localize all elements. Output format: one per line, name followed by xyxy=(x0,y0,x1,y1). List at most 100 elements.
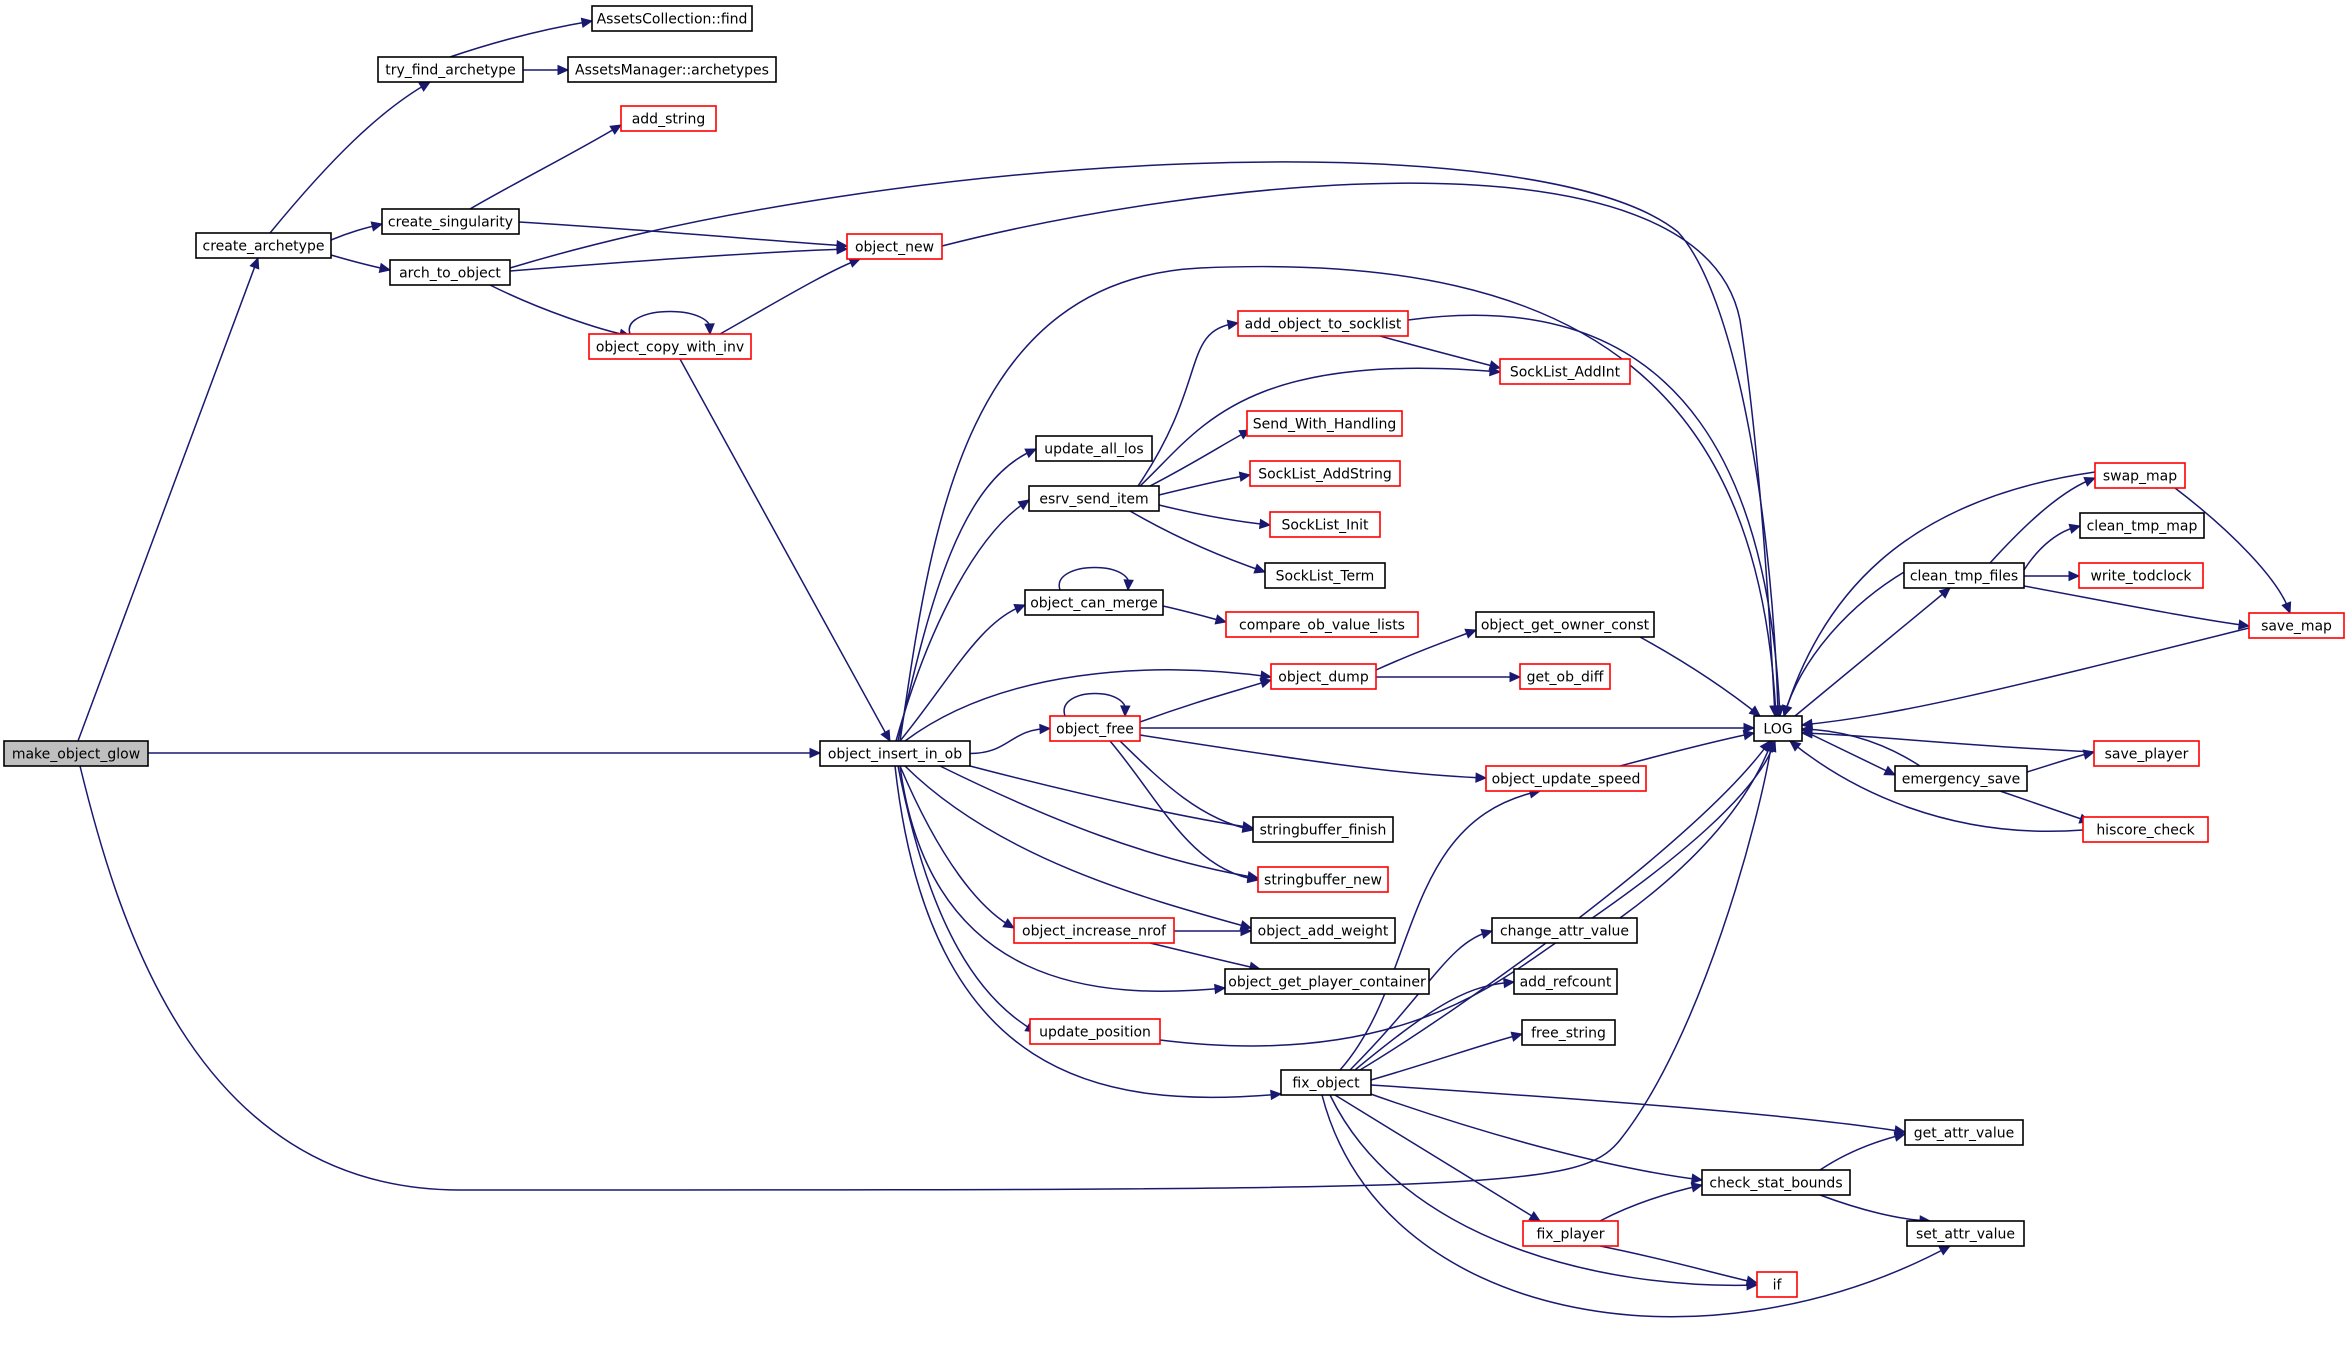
node-fix-player[interactable]: fix_player xyxy=(1522,1220,1619,1247)
node-hiscore-check[interactable]: hiscore_check xyxy=(2082,816,2209,843)
node-box[interactable] xyxy=(1522,1220,1619,1247)
node-box[interactable] xyxy=(1225,611,1419,638)
node-box[interactable] xyxy=(1519,663,1611,690)
node-update-all-los[interactable]: update_all_los xyxy=(1035,435,1153,462)
node-stringbuffer-finish[interactable]: stringbuffer_finish xyxy=(1252,816,1394,843)
node-assets-find[interactable]: AssetsCollection::find xyxy=(591,5,753,32)
node-object-get-owner-const[interactable]: object_get_owner_const xyxy=(1475,611,1655,638)
node-box[interactable] xyxy=(1903,562,2025,589)
node-box[interactable] xyxy=(1485,765,1647,792)
node-object-add-weight[interactable]: object_add_weight xyxy=(1250,917,1396,944)
node-get-attr-value[interactable]: get_attr_value xyxy=(1904,1119,2024,1146)
node-box[interactable] xyxy=(620,105,717,132)
node-update-position[interactable]: update_position xyxy=(1029,1018,1161,1045)
node-box[interactable] xyxy=(846,233,943,260)
node-box[interactable] xyxy=(1906,1220,2025,1247)
node-swap-map[interactable]: swap_map xyxy=(2094,462,2186,489)
node-box[interactable] xyxy=(389,259,511,286)
node-if[interactable]: if xyxy=(1756,1271,1798,1298)
node-box[interactable] xyxy=(381,208,520,235)
node-fix-object[interactable]: fix_object xyxy=(1280,1069,1372,1096)
node-object-update-speed[interactable]: object_update_speed xyxy=(1485,765,1647,792)
node-box[interactable] xyxy=(1475,611,1655,638)
node-box[interactable] xyxy=(1029,1018,1161,1045)
node-box[interactable] xyxy=(2093,740,2200,767)
node-box[interactable] xyxy=(3,740,149,767)
node-save-player[interactable]: save_player xyxy=(2093,740,2200,767)
node-box[interactable] xyxy=(591,5,753,32)
node-object-free[interactable]: object_free xyxy=(1049,715,1141,742)
node-object-new[interactable]: object_new xyxy=(846,233,943,260)
node-box[interactable] xyxy=(1756,1271,1798,1298)
node-box[interactable] xyxy=(567,56,777,83)
node-box[interactable] xyxy=(1264,562,1386,589)
node-object-can-merge[interactable]: object_can_merge xyxy=(1024,589,1164,616)
node-box[interactable] xyxy=(1224,968,1430,995)
node-check-stat-bounds[interactable]: check_stat_bounds xyxy=(1701,1169,1851,1196)
node-set-attr-value[interactable]: set_attr_value xyxy=(1906,1220,2025,1247)
node-box[interactable] xyxy=(1028,485,1160,512)
node-write-todclock[interactable]: write_todclock xyxy=(2078,562,2204,589)
node-socklist-init[interactable]: SockList_Init xyxy=(1269,511,1381,538)
node-box[interactable] xyxy=(1280,1069,1372,1096)
node-box[interactable] xyxy=(1035,435,1153,462)
node-box[interactable] xyxy=(1499,358,1631,385)
node-object-copy-with-inv[interactable]: object_copy_with_inv xyxy=(588,333,752,360)
node-add-object-to-socklist[interactable]: add_object_to_socklist xyxy=(1237,310,1409,337)
node-box[interactable] xyxy=(1894,765,2028,792)
node-free-string[interactable]: free_string xyxy=(1521,1019,1616,1046)
node-stringbuffer-new[interactable]: stringbuffer_new xyxy=(1257,866,1389,893)
node-create-singularity[interactable]: create_singularity xyxy=(381,208,520,235)
node-clean-tmp-map[interactable]: clean_tmp_map xyxy=(2079,512,2205,539)
node-clean-tmp-files[interactable]: clean_tmp_files xyxy=(1903,562,2025,589)
node-arch-to-object[interactable]: arch_to_object xyxy=(389,259,511,286)
node-box[interactable] xyxy=(2078,562,2204,589)
node-change-attr-value[interactable]: change_attr_value xyxy=(1491,917,1638,944)
node-box[interactable] xyxy=(1269,511,1381,538)
node-add-refcount[interactable]: add_refcount xyxy=(1513,968,1618,995)
node-add-string[interactable]: add_string xyxy=(620,105,717,132)
node-send-with-handling[interactable]: Send_With_Handling xyxy=(1246,410,1403,437)
node-box[interactable] xyxy=(1491,917,1638,944)
node-box[interactable] xyxy=(819,740,971,767)
node-box[interactable] xyxy=(2079,512,2205,539)
node-box[interactable] xyxy=(1049,715,1141,742)
node-socklist-addstring[interactable]: SockList_AddString xyxy=(1249,460,1401,487)
node-object-dump[interactable]: object_dump xyxy=(1270,663,1377,690)
node-socklist-addint[interactable]: SockList_AddInt xyxy=(1499,358,1631,385)
node-log[interactable]: LOG xyxy=(1753,715,1803,742)
node-box[interactable] xyxy=(1252,816,1394,843)
node-save-map[interactable]: save_map xyxy=(2248,612,2345,639)
node-box[interactable] xyxy=(1701,1169,1851,1196)
node-box[interactable] xyxy=(2082,816,2209,843)
node-esrv-send-item[interactable]: esrv_send_item xyxy=(1028,485,1160,512)
node-get-ob-diff[interactable]: get_ob_diff xyxy=(1519,663,1611,690)
node-box[interactable] xyxy=(1249,460,1401,487)
node-object-get-player-container[interactable]: object_get_player_container xyxy=(1224,968,1430,995)
node-compare-ob-value-lists[interactable]: compare_ob_value_lists xyxy=(1225,611,1419,638)
node-box[interactable] xyxy=(1270,663,1377,690)
node-assets-arch[interactable]: AssetsManager::archetypes xyxy=(567,56,777,83)
node-box[interactable] xyxy=(2094,462,2186,489)
node-object-increase-nrof[interactable]: object_increase_nrof xyxy=(1013,917,1175,944)
node-box[interactable] xyxy=(1257,866,1389,893)
node-socklist-term[interactable]: SockList_Term xyxy=(1264,562,1386,589)
node-box[interactable] xyxy=(1237,310,1409,337)
node-box[interactable] xyxy=(2248,612,2345,639)
node-try-find-archetype[interactable]: try_find_archetype xyxy=(377,56,524,83)
node-box[interactable] xyxy=(1513,968,1618,995)
node-box[interactable] xyxy=(588,333,752,360)
node-box[interactable] xyxy=(1753,715,1803,742)
node-object-insert-in-ob[interactable]: object_insert_in_ob xyxy=(819,740,971,767)
node-box[interactable] xyxy=(1246,410,1403,437)
node-box[interactable] xyxy=(195,232,332,259)
node-create-archetype[interactable]: create_archetype xyxy=(195,232,332,259)
node-emergency-save[interactable]: emergency_save xyxy=(1894,765,2028,792)
node-box[interactable] xyxy=(1024,589,1164,616)
node-box[interactable] xyxy=(1521,1019,1616,1046)
node-box[interactable] xyxy=(377,56,524,83)
node-make-object-glow[interactable]: make_object_glow xyxy=(3,740,149,767)
node-box[interactable] xyxy=(1904,1119,2024,1146)
node-box[interactable] xyxy=(1013,917,1175,944)
node-box[interactable] xyxy=(1250,917,1396,944)
